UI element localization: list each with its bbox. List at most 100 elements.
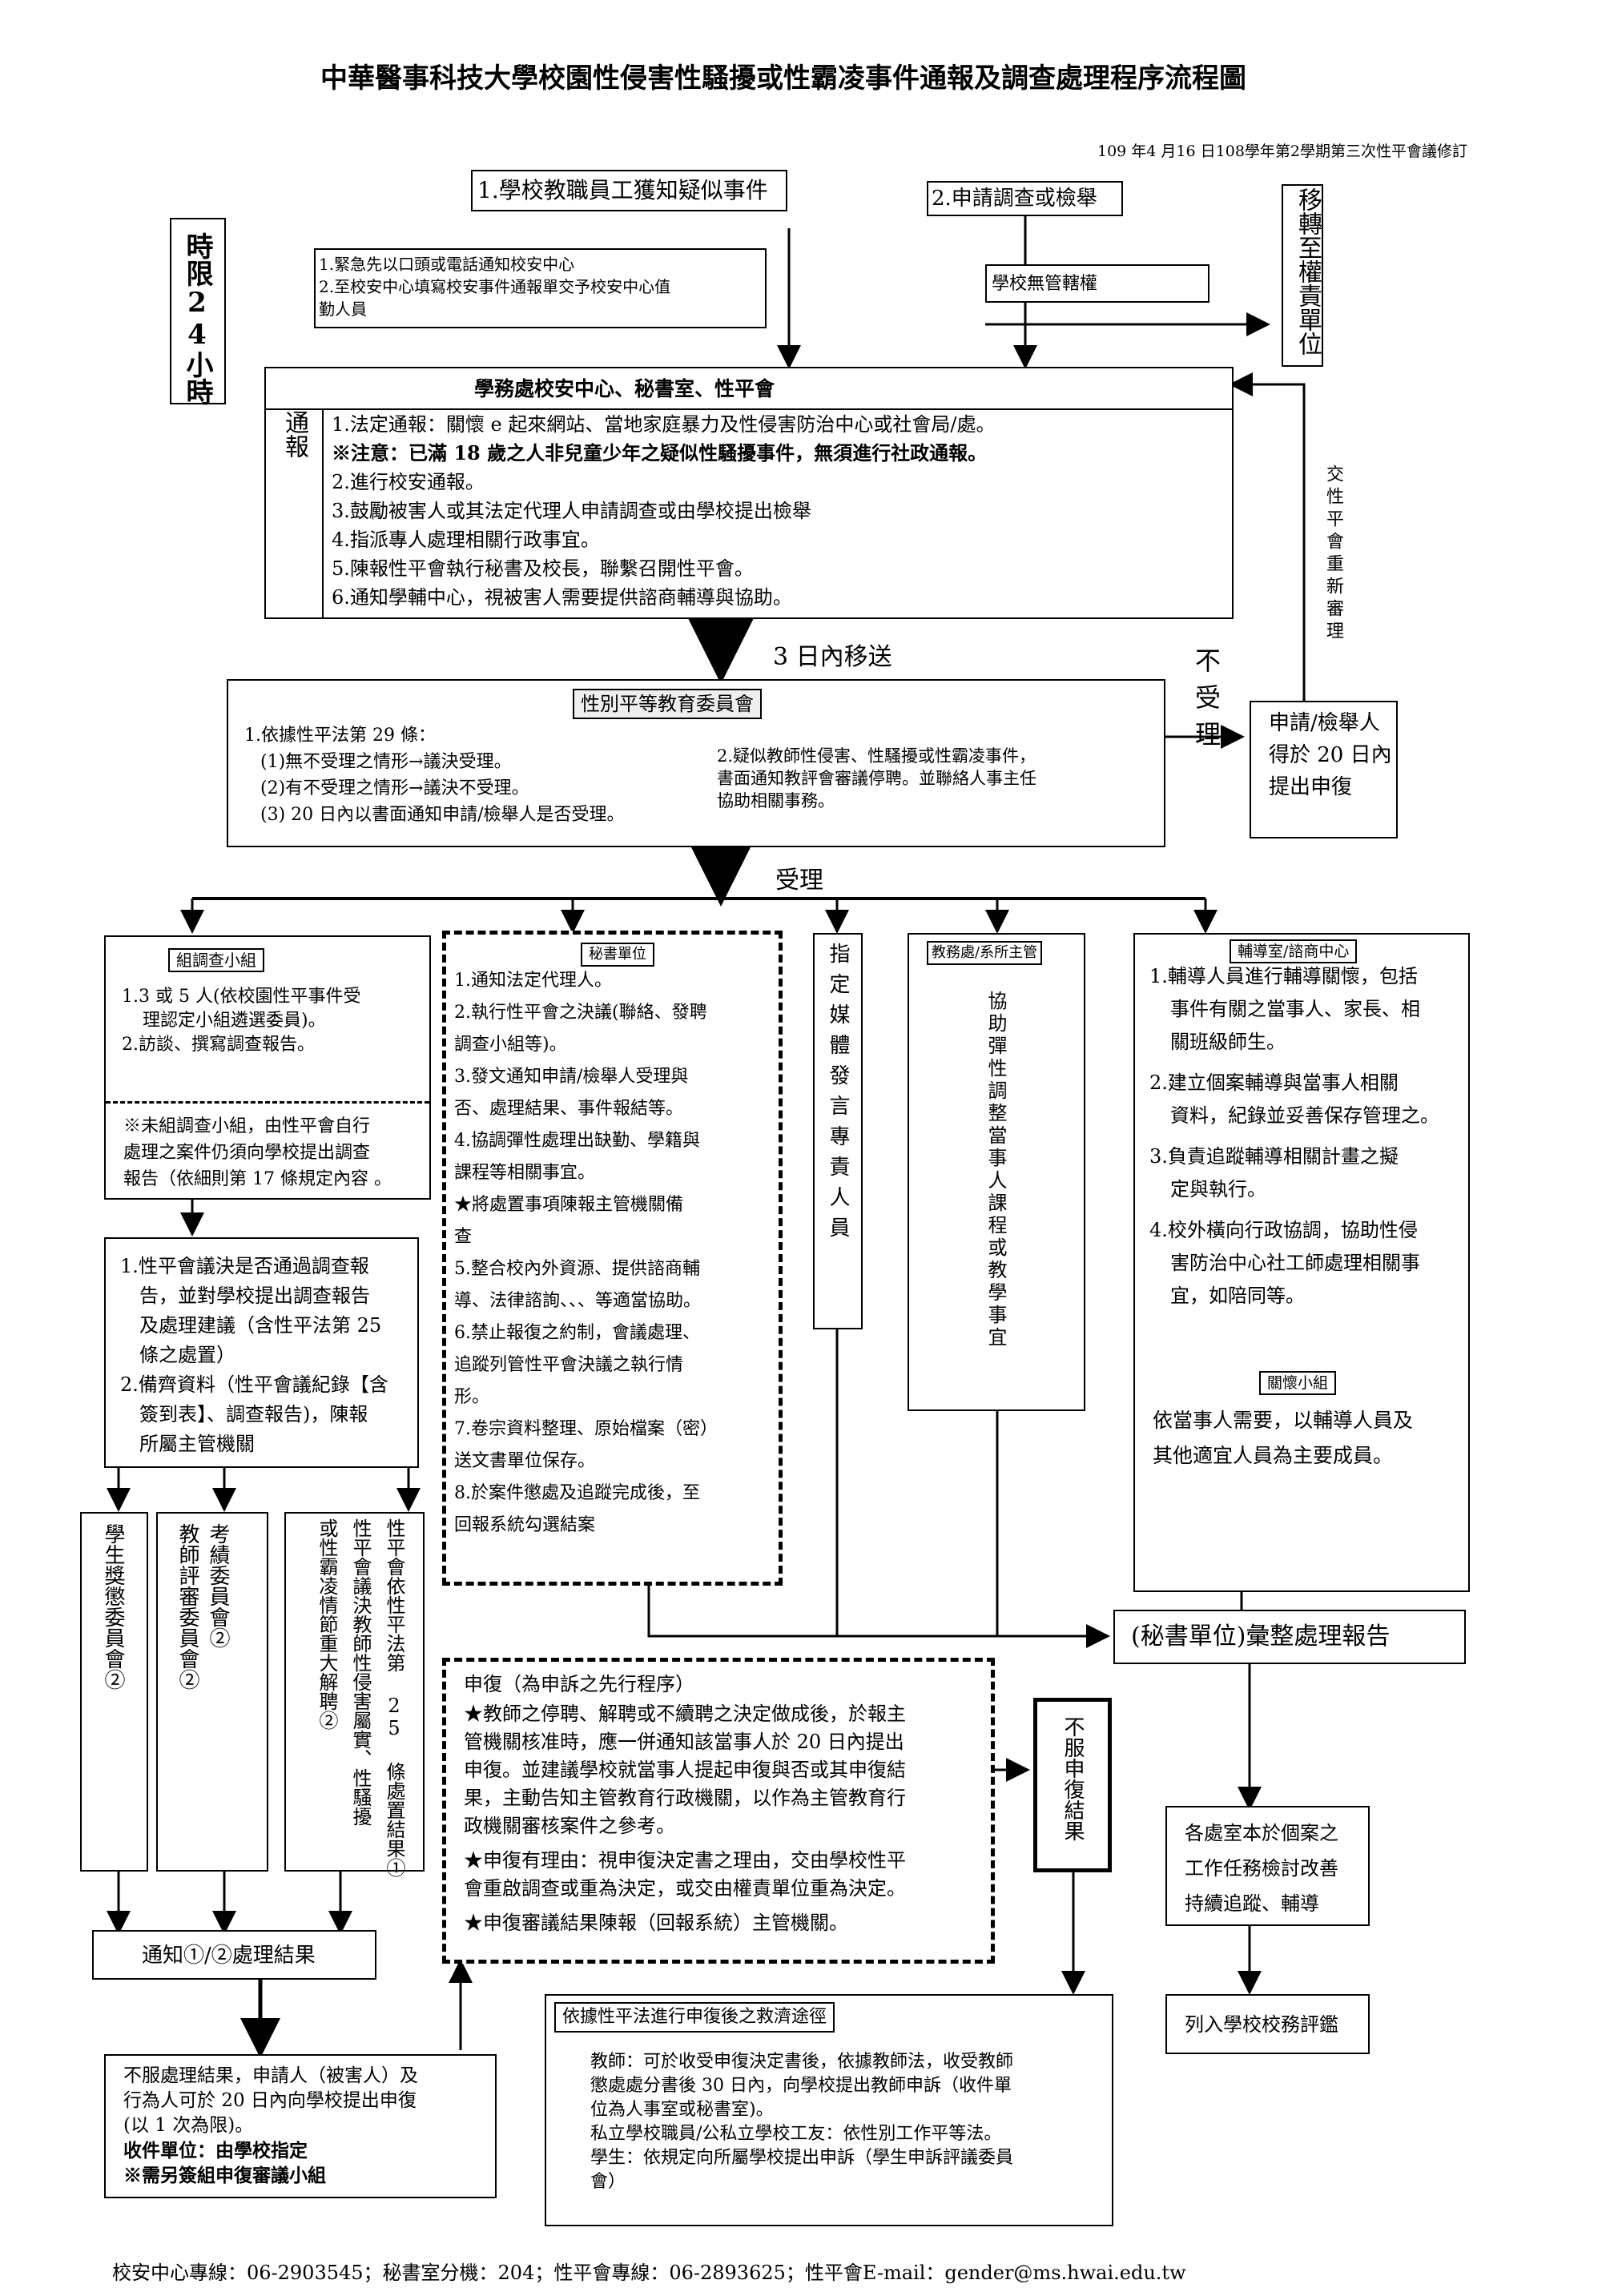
severe-label-2: 性平會議決教師性侵害屬實、性騷擾 [349, 1518, 372, 1826]
staff-event-box: 1.學校教職員工獲知疑似事件 [471, 170, 787, 211]
appeal-request-box: 申請/檢舉人 得於 20 日內 提出申復 [1250, 701, 1398, 838]
staff-event-label: 1.學校教職員工獲知疑似事件 [477, 177, 768, 203]
care-group-tag: 關懷小組 [1259, 1371, 1337, 1395]
secretariat-item-11: 導、法律諮詢、、、等適當協助。 [454, 1291, 702, 1311]
care-item-2: 其他適宜人員為主要成員。 [1153, 1444, 1394, 1467]
appeal-item-7: 會重啟調查或重為決定，或交由權責單位重為決定。 [464, 1877, 906, 1900]
appeal-item-6: ★申復有理由：視申復決定書之理由，交由學校性平 [464, 1849, 906, 1872]
revision-note: 109 年4 月16 日108學年第2學期第三次性平會議修訂 [1097, 143, 1468, 160]
counseling-item-1: 1.輔導人員進行輔導關懷，包括 [1149, 965, 1418, 987]
footer-contacts: 校安中心專線：06-2903545；秘書室分機：204；性平會專線：06-289… [112, 2262, 1186, 2284]
decision-item-5: 2.備齊資料（性平會議紀錄【含 [120, 1373, 388, 1396]
report-item-4: 4.指派專人處理相關行政事宜。 [332, 529, 600, 551]
investigation-note-2: 處理之案件仍須向學校提出調查 [123, 1143, 371, 1163]
severe-label-1: 性平會依性平法第 25 條處置結果① [383, 1518, 405, 1877]
relief-item-6: 會） [590, 2172, 626, 2192]
severe-committee-box: 性平會依性平法第 25 條處置結果① 性平會議決教師性侵害屬實、性騷擾 或性霸凌… [284, 1512, 425, 1877]
decision-item-7: 所屬主管機關 [139, 1433, 255, 1455]
investigation-item-3: 2.訪談、撰寫調查報告。 [122, 1035, 315, 1055]
page-title: 中華醫事科技大學校園性侵害性騷擾或性霸凌事件通報及調查處理程序流程圖 [320, 62, 1246, 94]
secretariat-tag: 秘書單位 [581, 943, 654, 967]
transfer-box: 移轉至權責單位 [1282, 184, 1323, 367]
apply-event-box: 2.申請調查或檢舉 [927, 181, 1123, 216]
summary-label: (秘書單位)彙整處理報告 [1131, 1622, 1391, 1651]
notify-step-3: 勤人員 [319, 300, 367, 319]
disagree-appeal-label: 不服申復結果 [1061, 1716, 1085, 1841]
appeal-item-4: 果，主動告知主管教育行政機關，以作為主管教育行 [464, 1787, 906, 1809]
counseling-item-3: 關班級師生。 [1170, 1031, 1286, 1053]
time-limit-label: 時限24小時 [181, 232, 213, 405]
report-item-3: 3.鼓勵被害人或其法定代理人申請調查或由學校提出檢舉 [332, 500, 811, 522]
counseling-item-9: 害防治中心社工師處理相關事 [1170, 1252, 1420, 1274]
summary-box: (秘書單位)彙整處理報告 [1113, 1610, 1466, 1664]
disagree-appeal-box: 不服申復結果 [1033, 1698, 1112, 1872]
relief-box: 依據性平法進行申復後之救濟途徑 教師：可於收受申復決定書後，依據教師法，收受教師… [545, 1994, 1113, 2226]
transfer-3days-label: 3 日內移送 [773, 643, 892, 671]
appeal-request-1: 申請/檢舉人 [1269, 711, 1380, 735]
secretariat-item-13: 追蹤列管性平會決議之執行情 [454, 1355, 684, 1375]
report-item-1: 1.法定通報：關懷 e 起來網站、當地家庭暴力及性侵害防治中心或社會局/處。 [332, 413, 996, 436]
investigation-note-1: ※未組調查小組，由性平會自行 [123, 1116, 371, 1136]
counseling-box: 輔導室/諮商中心 1.輔導人員進行輔導關懷，包括 事件有關之當事人、家長、相 關… [1133, 933, 1470, 1592]
academic-tag: 教務處/系所主管 [927, 941, 1043, 965]
report-item-5: 5.陳報性平會執行秘書及校長，聯繫召開性平會。 [332, 557, 754, 580]
improve-item-2: 工作任務檢討改善 [1185, 1857, 1338, 1880]
decision-item-4: 條之處置） [139, 1344, 235, 1366]
secretariat-item-6: 4.協調彈性處理出缺勤、學籍與 [454, 1131, 700, 1151]
dissatisfied-item-2: 行為人可於 20 日內向學校提出申復 [123, 2090, 417, 2111]
decision-item-3: 及處理建議（含性平法第 25 [139, 1314, 382, 1337]
student-committee-box: 學生獎懲委員會② [80, 1512, 148, 1872]
investigation-tag: 組調查小組 [168, 948, 264, 972]
secretariat-item-8: ★將處置事項陳報主管機關備 [454, 1195, 684, 1215]
secretariat-item-4: 3.發文通知申請/檢舉人受理與 [454, 1067, 689, 1087]
committee-left-2: (1)無不受理之情形→議決受理。 [260, 752, 512, 772]
counseling-item-6: 3.負責追蹤輔導相關計畫之擬 [1149, 1145, 1399, 1168]
counseling-tag: 輔導室/諮商中心 [1230, 939, 1358, 963]
investigation-item-2: 理認定小組遴選委員)。 [143, 1011, 326, 1031]
time-limit-box: 時限24小時 [170, 218, 226, 405]
counseling-item-8: 4.校外橫向行政協調，協助性侵 [1149, 1219, 1418, 1241]
secretariat-item-18: 回報系統勾選結案 [454, 1515, 596, 1535]
secretariat-item-17: 8.於案件懲處及追蹤完成後，至 [454, 1483, 700, 1503]
dissatisfied-item-1: 不服處理結果，申請人（被害人）及 [123, 2065, 418, 2086]
accept-label: 受理 [775, 867, 823, 895]
appeal-request-3: 提出申復 [1269, 775, 1353, 799]
committee-box: 性別平等教育委員會 1.依據性平法第 29 條： (1)無不受理之情形→議決受理… [227, 679, 1165, 847]
report-item-6: 6.通知學輔中心，視被害人需要提供諮商輔導與協助。 [332, 586, 792, 609]
secretariat-item-9: 查 [454, 1227, 473, 1247]
arrow-review [1229, 372, 1306, 701]
improve-item-3: 持續追蹤、輔導 [1185, 1892, 1319, 1915]
relief-item-3: 位為人事室或秘書室)。 [590, 2100, 774, 2120]
dissatisfied-item-4: 收件單位：由學校指定 [123, 2140, 308, 2161]
notify-result-label: 通知①/②處理結果 [142, 1944, 316, 1968]
care-item-1: 依當事人需要，以輔導人員及 [1153, 1409, 1414, 1432]
appeal-title: 申復（為申訴之先行程序） [464, 1673, 694, 1695]
secretariat-item-1: 1.通知法定代理人。 [454, 971, 612, 991]
relief-item-2: 懲處處分書後 30 日內，向學校提出教師申訴（收件單 [590, 2076, 1012, 2096]
relief-title: 依據性平法進行申復後之救濟途徑 [554, 2002, 835, 2033]
appeal-item-2: 管機關核准時，應一併通知該當事人於 20 日內提出 [464, 1731, 904, 1753]
committee-right-1: 2.疑似教師性侵害、性騷擾或性霸凌事件， [717, 746, 1036, 766]
committee-right-2: 書面通知教評會審議停聘。並聯絡人事主任 [717, 769, 1036, 788]
apply-event-label: 2.申請調查或檢舉 [932, 187, 1097, 211]
counseling-item-4: 2.建立個案輔導與當事人相關 [1149, 1072, 1399, 1094]
evaluation-label: 列入學校校務評鑑 [1185, 2013, 1338, 2036]
secretariat-item-15: 7.卷宗資料整理、原始檔案（密） [454, 1419, 718, 1439]
relief-item-1: 教師：可於收受申復決定書後，依據教師法，收受教師 [590, 2052, 1014, 2072]
notify-step-2: 2.至校安中心填寫校安事件通報單交予校安中心值 [319, 277, 671, 296]
dissatisfied-item-3: (以 1 次為限)。 [123, 2115, 254, 2136]
academic-label: 協助彈性調整當事人課程或教學事宜 [984, 991, 1007, 1349]
teacher-committee-box: 考績委員會② 教師評審委員會② [156, 1512, 268, 1872]
decision-item-6: 簽到表】、調查報告)，陳報 [139, 1403, 368, 1425]
report-item-note: ※注意：已滿 18 歲之人非兒童少年之疑似性騷擾事件，無須進行社政通報。 [332, 441, 988, 464]
secretariat-item-16: 送文書單位保存。 [454, 1451, 596, 1471]
secretariat-item-12: 6.禁止報復之約制，會議處理、 [454, 1323, 700, 1343]
improve-box: 各處室本於個案之 工作任務檢討改善 持續追蹤、輔導 [1165, 1806, 1370, 1926]
report-box-title: 學務處校安中心、秘書室、性平會 [474, 377, 775, 400]
committee-left-3: (2)有不受理之情形→議決不受理。 [260, 778, 529, 798]
improve-item-1: 各處室本於個案之 [1185, 1822, 1338, 1844]
counseling-item-7: 定與執行。 [1170, 1178, 1266, 1200]
appeal-box: 申復（為申訴之先行程序） ★教師之停聘、解聘或不續聘之決定做成後，於報主 管機關… [442, 1658, 995, 1964]
counseling-item-2: 事件有關之當事人、家長、相 [1170, 998, 1420, 1020]
